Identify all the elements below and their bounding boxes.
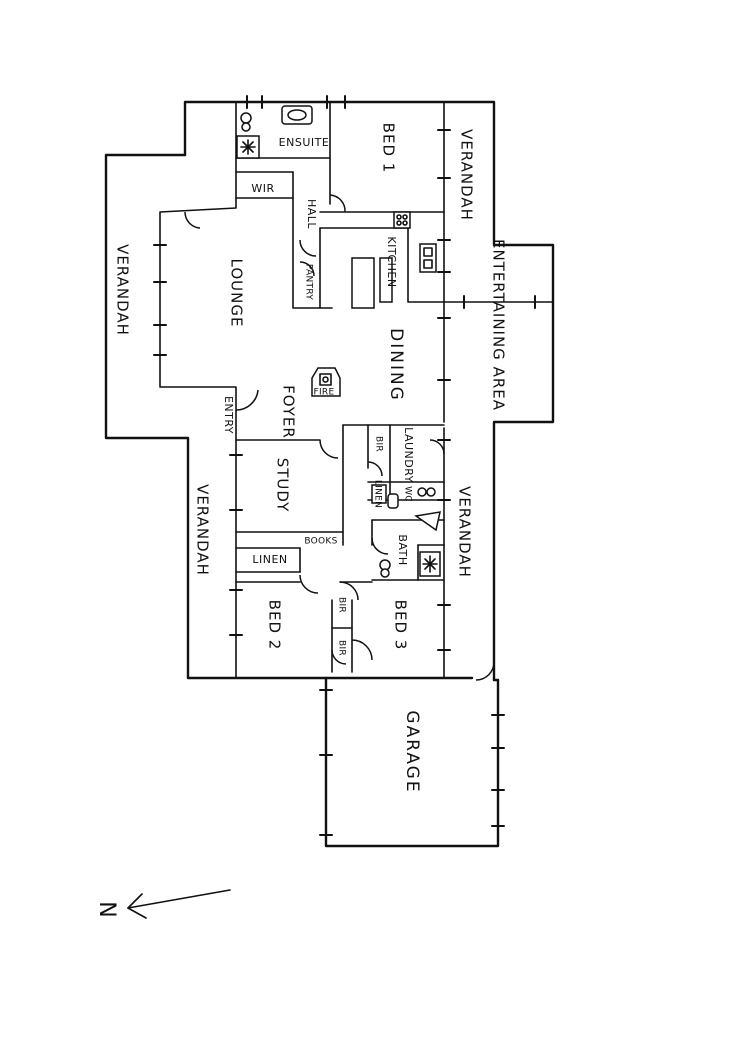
label-wc: WC — [403, 486, 413, 502]
label-hall: HALL — [305, 199, 318, 229]
label-bed1: BED 1 — [380, 123, 398, 174]
label-wir: WIR — [251, 182, 274, 195]
label-verandah-west: VERANDAH — [194, 484, 212, 576]
north-arrow: N — [94, 889, 231, 919]
label-study: STUDY — [274, 458, 292, 513]
label-verandah-east2: VERANDAH — [456, 486, 474, 578]
label-bed2: BED 2 — [266, 600, 284, 651]
label-bir-b: BIR — [337, 640, 347, 656]
label-ensuite: ENSUITE — [279, 136, 330, 149]
label-dining: DINING — [386, 328, 406, 402]
label-entry: ENTRY — [222, 396, 235, 434]
outer-walls — [104, 100, 555, 848]
label-linen-small: LINEN — [373, 480, 383, 508]
label-pantry: PANTRY — [304, 264, 314, 300]
label-foyer: FOYER — [280, 385, 298, 439]
inner-walls — [159, 101, 554, 679]
fixtures — [236, 105, 441, 578]
label-fire: FIRE — [314, 388, 335, 398]
label-kitchen: KITCHEN — [385, 236, 398, 287]
label-bath: BATH — [396, 534, 409, 565]
label-entertaining: ENTERTAINING AREA — [490, 239, 508, 411]
label-linen: LINEN — [252, 553, 287, 566]
label-garage: GARAGE — [402, 710, 422, 793]
window-ticks — [153, 95, 536, 836]
label-lounge: LOUNGE — [228, 259, 246, 328]
label-laundry: LAUNDRY — [402, 427, 415, 483]
label-bir-a: BIR — [337, 597, 347, 613]
label-books: BOOKS — [304, 537, 337, 547]
label-verandah-north: VERANDAH — [114, 244, 132, 336]
label-bir-laundry: BIR — [374, 436, 384, 452]
label-bed3: BED 3 — [392, 600, 410, 651]
label-verandah-east: VERANDAH — [458, 129, 476, 221]
room-labels: ENSUITE BED 1 VERANDAH WIR HALL KITCHEN … — [114, 123, 508, 794]
compass-label: N — [94, 901, 119, 918]
door-swings — [184, 194, 495, 681]
